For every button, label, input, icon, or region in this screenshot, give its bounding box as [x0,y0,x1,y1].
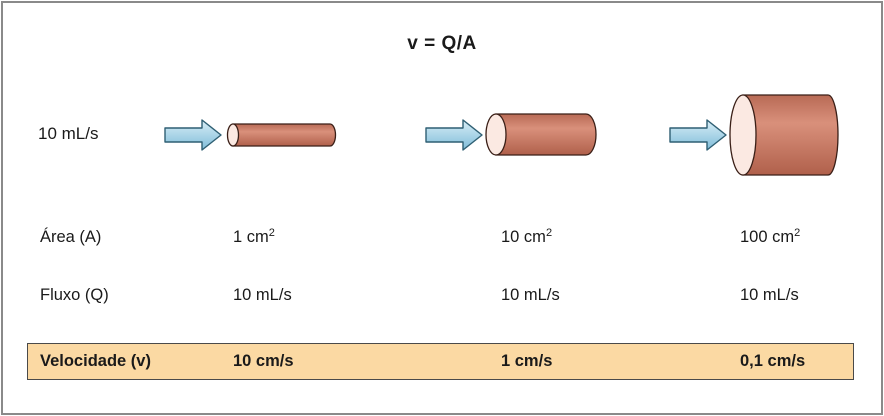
tube-large [729,94,839,176]
flow-value-3: 10 mL/s [740,286,799,304]
flow-value-2: 10 mL/s [501,286,560,304]
area-value-2-exponent: 2 [545,227,553,239]
area-value-3-exponent: 2 [794,227,801,239]
area-value-1-exponent: 2 [268,227,275,239]
velocity-label: Velocidade (v) [40,352,151,370]
velocity-value-2: 1 cm/s [501,352,553,370]
area-value-1-number: 1 cm [233,228,269,246]
area-value-1: 1 cm2 [233,228,275,247]
area-value-2-number: 10 cm [501,228,546,246]
flow-label: Fluxo (Q) [40,286,109,304]
formula-title: v = Q/A [407,33,477,54]
velocity-value-3: 0,1 cm/s [740,352,806,370]
area-value-3-number: 100 cm [740,228,795,246]
flow-value-1: 10 mL/s [233,286,292,304]
area-value-2: 10 cm2 [501,228,552,247]
area-label: Área (A) [40,228,102,246]
area-value-3: 100 cm2 [740,228,800,247]
flow-arrow-icon [669,119,727,151]
flow-rate-label: 10 mL/s [38,124,99,143]
velocity-value-1: 10 cm/s [233,352,294,370]
velocity-highlight-band [27,343,854,380]
flow-arrow-icon [164,119,222,151]
tube-medium [485,113,597,156]
flow-arrow-icon [425,119,483,151]
tube-small [226,123,337,147]
